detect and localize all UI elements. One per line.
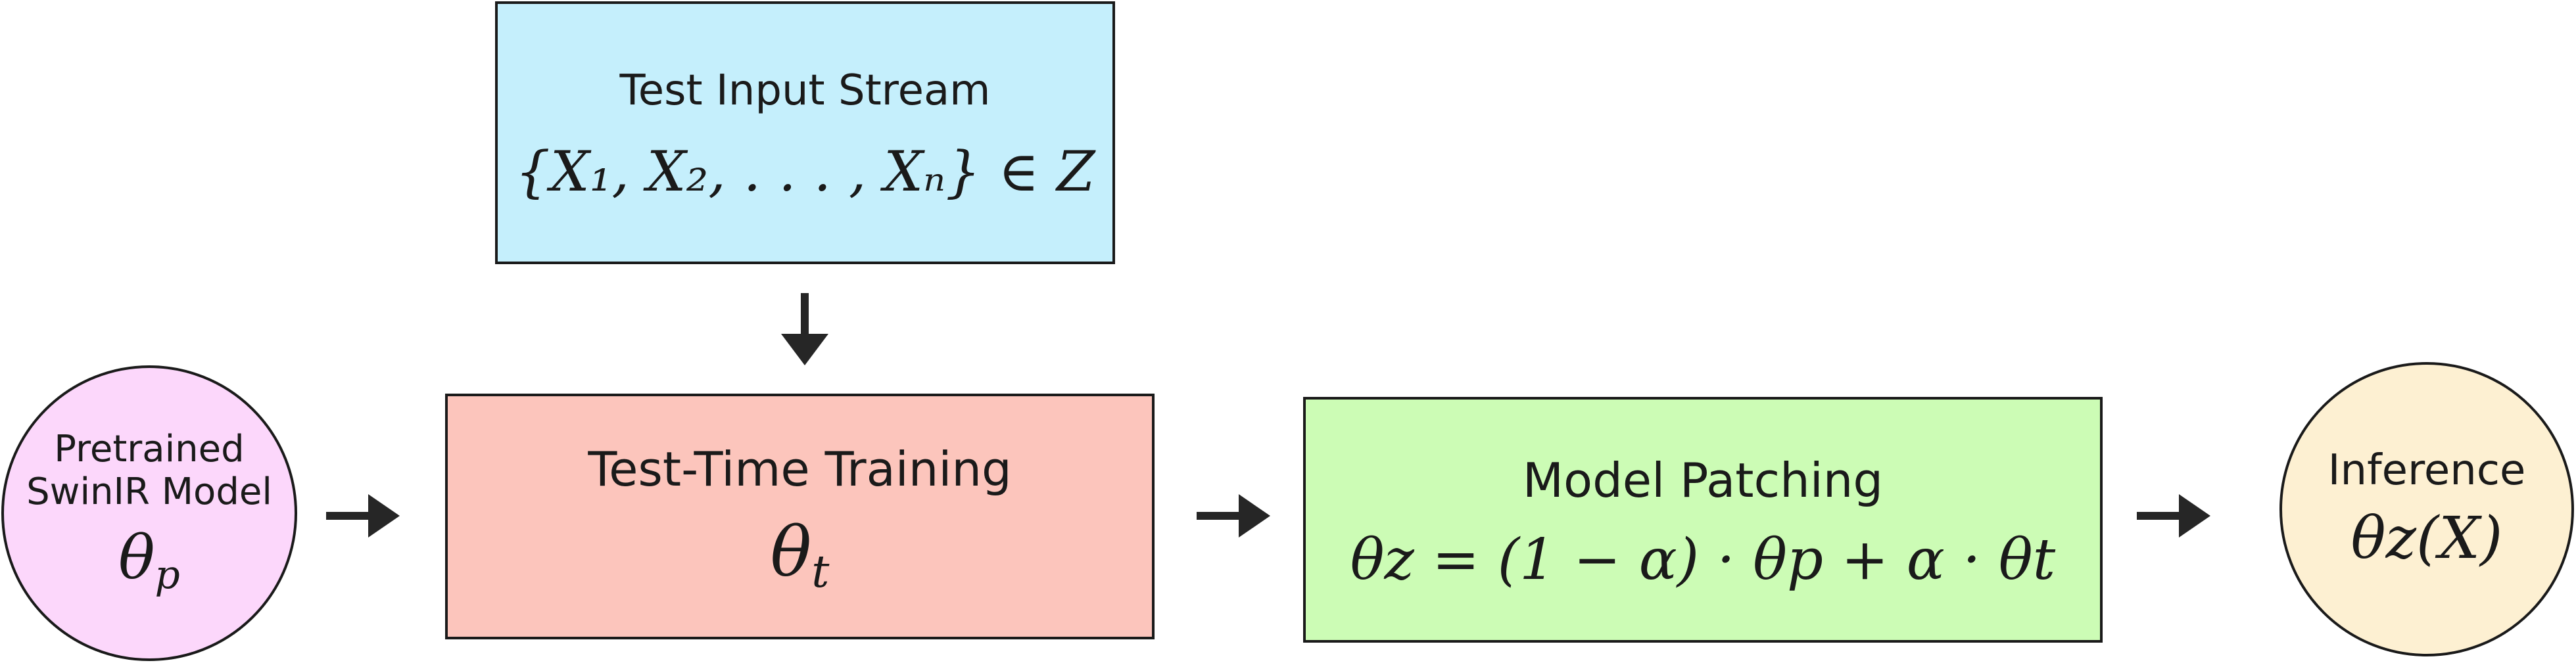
test-input-stream-label: Test Input Stream	[619, 66, 991, 116]
inference-label: Inference	[2327, 446, 2526, 495]
model-patching-label: Model Patching	[1522, 452, 1884, 508]
test-input-stream-node: Test Input Stream {X₁, X₂, . . . , Xₙ} ∈…	[495, 1, 1115, 264]
model-patching-math: θz = (1 − α) · θp + α · θt	[1350, 527, 2056, 593]
pretrained-model-math: θp	[118, 522, 180, 598]
test-time-training-label: Test-Time Training	[588, 441, 1012, 497]
arrow-training-to-patching	[1197, 494, 1270, 538]
pretrained-model-node: Pretrained SwinIR Model θp	[1, 365, 297, 661]
model-patching-node: Model Patching θz = (1 − α) · θp + α · θ…	[1303, 397, 2103, 643]
inference-node: Inference θz(X)	[2279, 362, 2574, 656]
arrow-pretrained-to-training	[326, 494, 400, 538]
test-input-stream-math: {X₁, X₂, . . . , Xₙ} ∈ Z	[515, 139, 1095, 204]
test-time-training-math: θt	[770, 512, 830, 598]
test-time-training-node: Test-Time Training θt	[445, 394, 1155, 639]
arrow-patching-to-inference	[2137, 494, 2210, 538]
pretrained-model-label: Pretrained SwinIR Model	[26, 428, 272, 513]
arrow-stream-to-training	[781, 293, 828, 365]
inference-math: θz(X)	[2350, 504, 2503, 572]
